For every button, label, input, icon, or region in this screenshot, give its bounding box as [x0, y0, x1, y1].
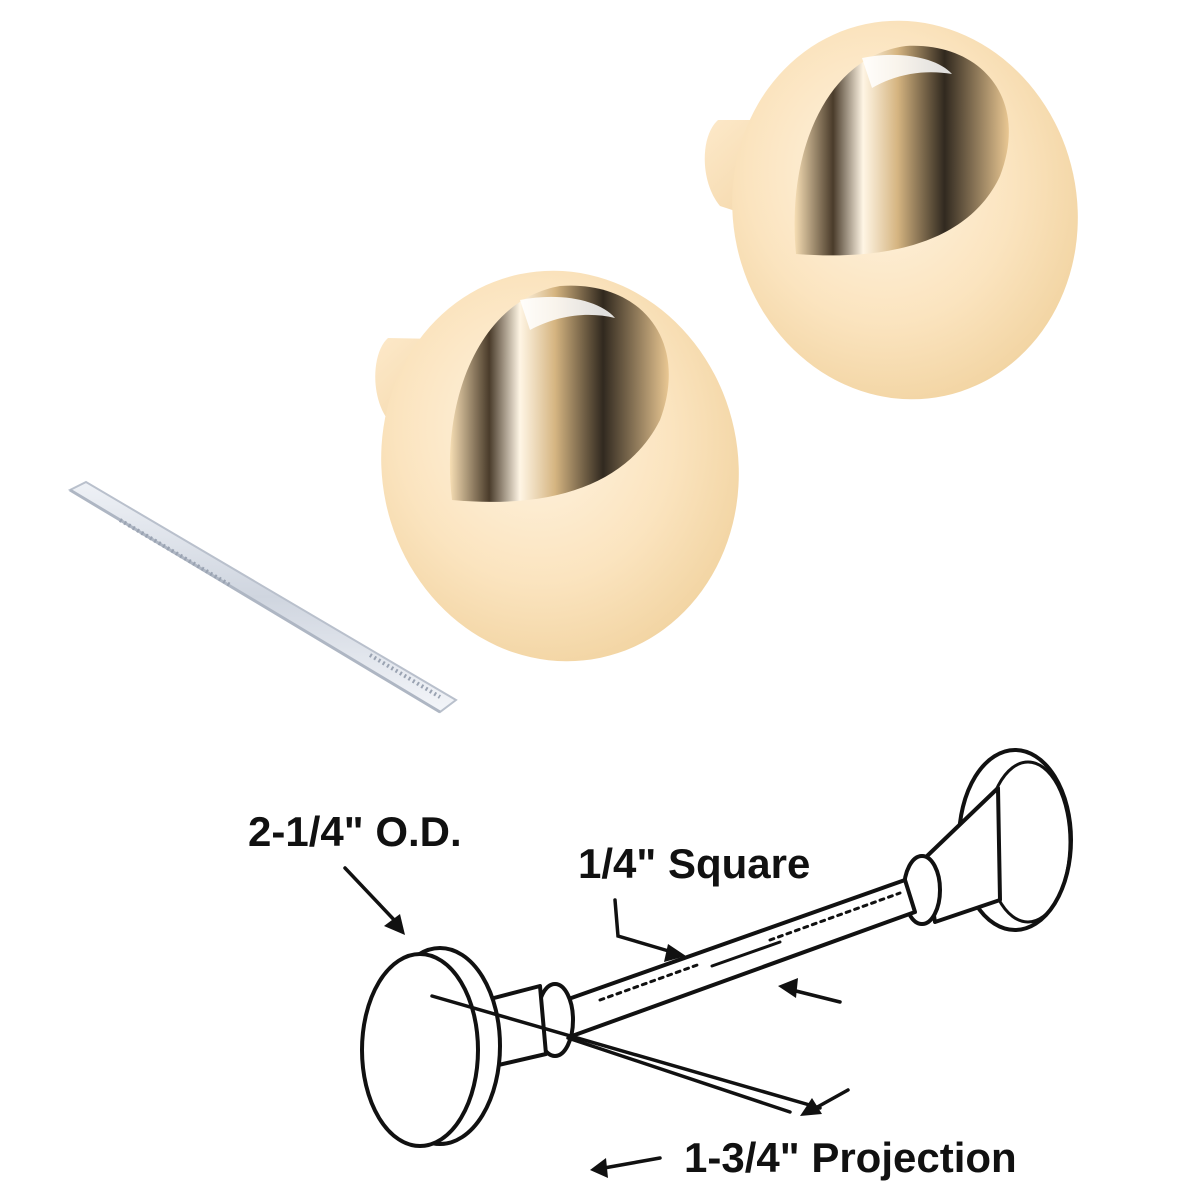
- projection-leader-upper: [430, 994, 822, 1110]
- assembly-left-knob-face: [360, 952, 480, 1148]
- square-arrowhead-top: [664, 944, 686, 962]
- knob-right-dome: [794, 45, 1009, 256]
- outer-diameter-label: 2-1/4" O.D.: [248, 808, 462, 855]
- assembly-right-knob-neck: [923, 786, 1002, 924]
- knob-right-highlight: [862, 54, 952, 88]
- knob-left-highlight: [520, 296, 615, 330]
- projection-arrowhead-left: [590, 1158, 608, 1178]
- spindle-square-label: 1/4" Square: [578, 840, 810, 887]
- od-leader: [343, 866, 400, 926]
- projection-leader-lower: [566, 1036, 792, 1114]
- assembly-spindle-threads: [598, 891, 902, 1002]
- projection-arrowhead-right: [800, 1098, 822, 1116]
- square-leader-top: [613, 898, 674, 954]
- spindle-bar-edge: [69, 488, 441, 714]
- assembly-drawing: [343, 748, 1073, 1178]
- brass-knob-right: [704, 20, 1078, 400]
- square-leader-bottom: [790, 988, 842, 1004]
- od-arrowhead: [384, 914, 405, 935]
- spindle-bar-threads: [118, 518, 442, 699]
- square-arrowhead-bottom: [778, 978, 798, 998]
- assembly-spindle-slot: [710, 940, 782, 968]
- spindle-bar: [67, 480, 458, 714]
- projection-label: 1-3/4" Projection: [684, 1134, 1017, 1181]
- brass-knob-left: [375, 270, 739, 662]
- projection-arrow-right: [810, 1088, 850, 1112]
- knob-left-dome: [449, 285, 669, 502]
- projection-leader-label: [602, 1156, 662, 1170]
